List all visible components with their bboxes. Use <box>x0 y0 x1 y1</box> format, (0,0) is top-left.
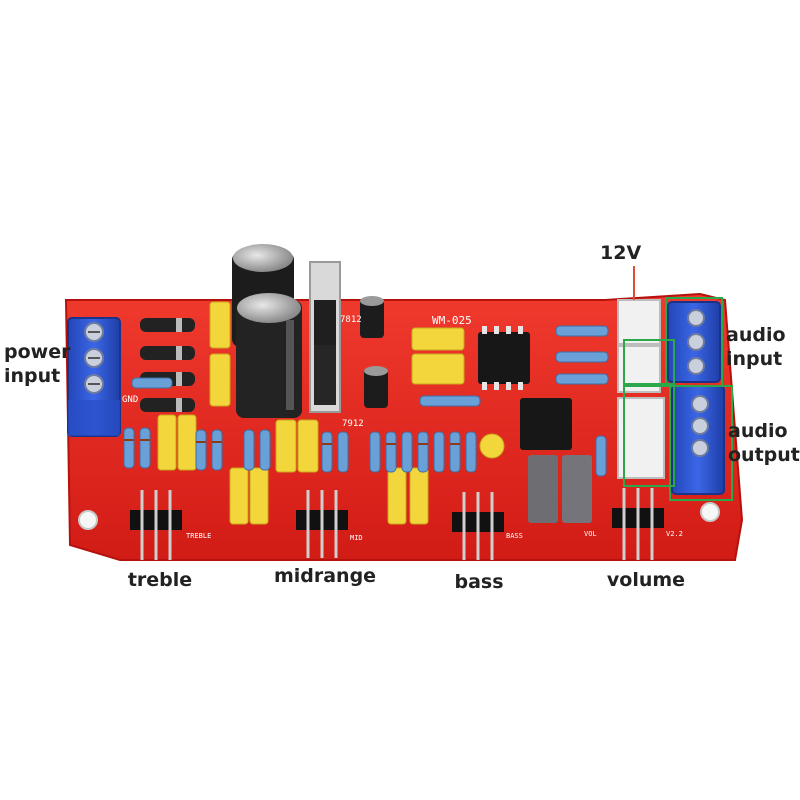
audio-terminal-blocks <box>667 301 725 495</box>
label-voltage: 12V <box>600 242 642 264</box>
silk-version: V2.2 <box>666 530 683 538</box>
silk-treble: TREBLE <box>186 532 211 540</box>
label-volume: volume <box>606 569 686 591</box>
silk-reg-neg: 7912 <box>342 419 364 429</box>
label-audio-output-line2: output <box>728 444 800 466</box>
label-power-input: power input <box>4 340 70 388</box>
ic-chips <box>478 326 572 450</box>
resistors <box>123 325 609 477</box>
voltage-regulators <box>309 261 341 413</box>
silk-mid: MID <box>350 534 363 542</box>
label-power-input-line2: input <box>4 365 61 387</box>
label-audio-output-line1: audio <box>728 420 788 442</box>
label-audio-input: audio input <box>726 323 786 371</box>
silk-gnd: GND <box>122 395 138 405</box>
pin-headers <box>130 488 664 560</box>
yellow-capacitors <box>157 301 505 525</box>
label-bass: bass <box>454 571 504 593</box>
power-terminal-block <box>67 317 121 437</box>
silk-bass: BASS <box>506 532 523 540</box>
label-power-input-line1: power <box>4 341 71 363</box>
label-audio-input-line2: input <box>726 348 783 370</box>
mounting-holes <box>78 502 720 530</box>
label-audio-input-line1: audio <box>726 324 786 346</box>
label-audio-output: audio output <box>728 419 800 467</box>
label-midrange: midrange <box>273 565 377 587</box>
silk-model: WM-025 <box>432 314 472 327</box>
electrolytic-capacitors-small <box>360 296 388 408</box>
label-treble: treble <box>127 569 193 591</box>
electrolytic-capacitors-large <box>232 244 302 418</box>
silk-reg-pos: 7812 <box>340 315 362 325</box>
silk-vol: VOL <box>584 530 597 538</box>
film-capacitors-gray <box>528 455 592 523</box>
highlight-boxes <box>623 297 733 501</box>
